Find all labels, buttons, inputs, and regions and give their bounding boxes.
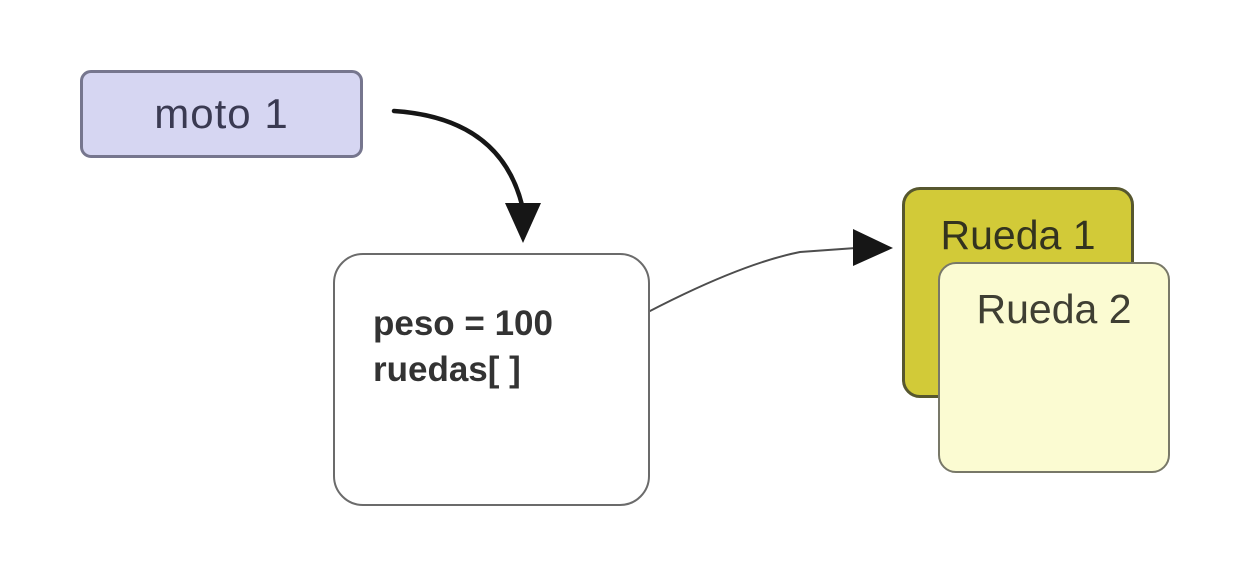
moto-object-node: peso = 100 ruedas[ ] <box>333 253 650 506</box>
moto-1-label: moto 1 <box>154 90 289 137</box>
ruedas-to-rueda1-arrowhead-icon <box>853 229 893 266</box>
peso-field-label: peso = 100 <box>373 304 553 343</box>
ruedas-field-label: ruedas[ ] <box>373 350 521 389</box>
moto-to-object-arrow <box>391 108 541 243</box>
moto-to-object-arrow-line <box>391 108 525 208</box>
rueda-2-label: Rueda 2 <box>976 286 1132 332</box>
moto-1-node: moto 1 <box>80 70 363 158</box>
moto-to-object-arrowhead-icon <box>505 203 541 243</box>
rueda-2-node: Rueda 2 <box>938 262 1170 473</box>
rueda-1-label: Rueda 1 <box>940 212 1096 258</box>
